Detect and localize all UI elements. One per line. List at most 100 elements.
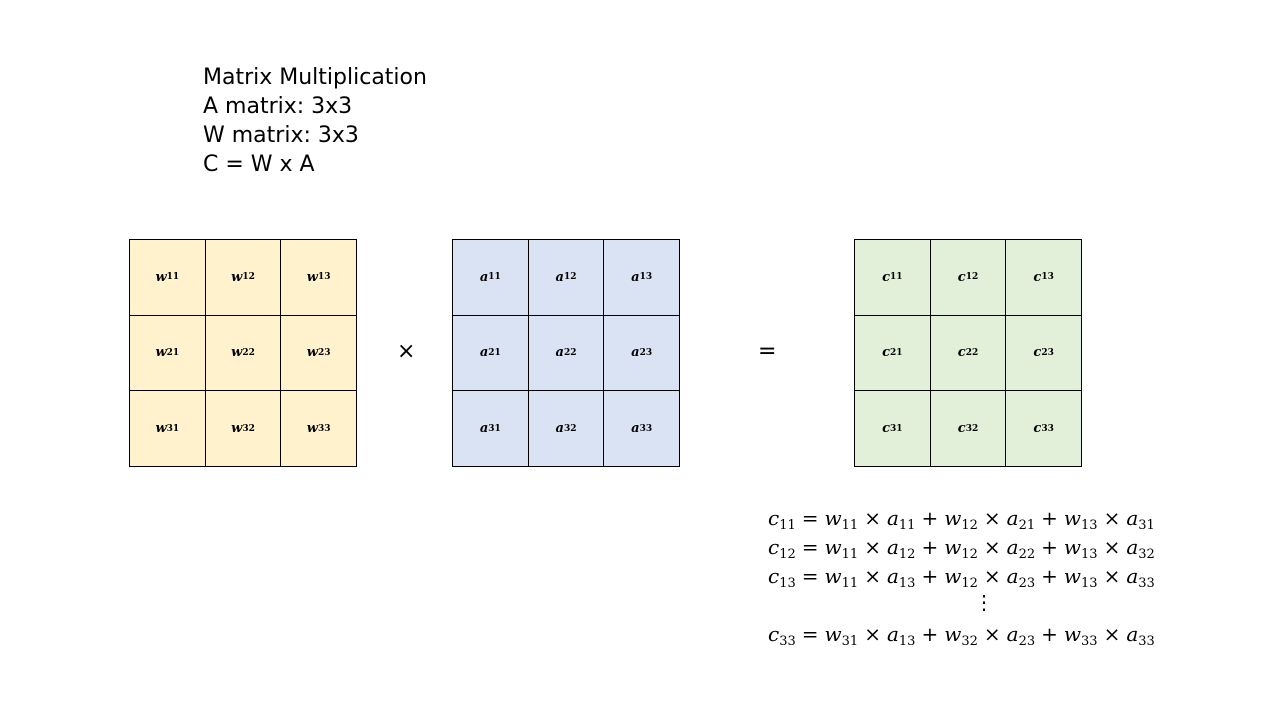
equation-operator: × bbox=[864, 535, 881, 559]
title-block: Matrix Multiplication A matrix: 3x3 W ma… bbox=[203, 63, 427, 179]
cell-subscript: 12 bbox=[563, 272, 577, 283]
equation-variable: w bbox=[944, 506, 962, 530]
equation-variable: a bbox=[886, 535, 899, 559]
cell-subscript: 23 bbox=[639, 347, 653, 358]
cell-symbol: c bbox=[882, 345, 891, 361]
cell-subscript: 12 bbox=[965, 272, 979, 283]
equation-subscript: 13 bbox=[1081, 518, 1098, 533]
equation-operator: × bbox=[864, 506, 881, 530]
equation-subscript: 13 bbox=[1081, 576, 1098, 591]
equals-operator: = bbox=[758, 339, 777, 364]
equation-variable: a bbox=[1126, 622, 1139, 646]
equation-operator: × bbox=[864, 622, 881, 646]
equation-variable: a bbox=[1126, 506, 1139, 530]
equation-subscript: 31 bbox=[841, 634, 859, 649]
equation-variable: w bbox=[944, 564, 962, 588]
equation-operator: × bbox=[1103, 564, 1121, 588]
equation-variable: a bbox=[1006, 506, 1019, 530]
equation-operator: × bbox=[1103, 506, 1121, 530]
equation-subscript: 33 bbox=[1138, 634, 1155, 649]
cell-symbol: c bbox=[882, 421, 891, 437]
cell-symbol: a bbox=[555, 269, 564, 285]
cell-subscript: 22 bbox=[242, 347, 255, 358]
equation-operator: + bbox=[921, 535, 939, 559]
cell-subscript: 31 bbox=[890, 423, 903, 434]
equation-subscript: 12 bbox=[961, 576, 978, 591]
equation-subscript: 13 bbox=[1081, 547, 1098, 562]
equation-variable: w bbox=[1063, 622, 1082, 646]
cell-subscript: 23 bbox=[1041, 347, 1054, 358]
title-line-2: A matrix: 3x3 bbox=[203, 94, 353, 119]
cell-subscript: 32 bbox=[563, 423, 577, 434]
equation-operator: = bbox=[801, 622, 819, 646]
equation-variable: c bbox=[768, 564, 780, 588]
cell-subscript: 22 bbox=[563, 347, 577, 358]
cell-subscript: 11 bbox=[488, 272, 501, 283]
equation-operator: × bbox=[1103, 535, 1121, 559]
equation-subscript: 11 bbox=[841, 576, 859, 591]
equation-variable: w bbox=[944, 622, 962, 646]
equation-variable: a bbox=[1126, 535, 1139, 559]
equation-subscript: 21 bbox=[1018, 518, 1036, 533]
equation-variable: w bbox=[1063, 535, 1082, 559]
cell-symbol: c bbox=[1033, 421, 1042, 437]
cell-subscript: 33 bbox=[1041, 423, 1054, 434]
equation-subscript: 33 bbox=[779, 634, 796, 649]
equation-variable: a bbox=[886, 564, 899, 588]
equation-variable: a bbox=[886, 622, 899, 646]
equation-line: c13=w11×a13+w12×a23+w13×a33 bbox=[768, 562, 1198, 591]
equation-variable: a bbox=[886, 506, 899, 530]
equation-subscript: 33 bbox=[1138, 576, 1155, 591]
equation-subscript: 22 bbox=[1018, 547, 1036, 562]
cell-subscript: 33 bbox=[317, 423, 331, 434]
cell-symbol: a bbox=[555, 345, 564, 361]
cell-subscript: 21 bbox=[166, 347, 180, 358]
equation-operator: = bbox=[801, 535, 819, 559]
cell-symbol: w bbox=[306, 269, 318, 285]
cell-subscript: 21 bbox=[890, 347, 903, 358]
cell-symbol: a bbox=[479, 421, 489, 437]
equation-operator: = bbox=[801, 564, 819, 588]
equation-variable: c bbox=[768, 535, 780, 559]
equation-variable: a bbox=[1006, 564, 1019, 588]
equation-variable: c bbox=[768, 622, 780, 646]
equation-operator: + bbox=[921, 506, 939, 530]
cell-subscript: 12 bbox=[242, 272, 255, 283]
equation-subscript: 12 bbox=[779, 547, 796, 562]
equation-operator: + bbox=[1041, 506, 1058, 530]
equation-subscript: 32 bbox=[1138, 547, 1155, 562]
cell-subscript: 33 bbox=[639, 423, 653, 434]
equation-operator: + bbox=[921, 564, 939, 588]
cell-symbol: w bbox=[231, 345, 243, 361]
cell-symbol: w bbox=[155, 269, 167, 285]
equation-line: c12=w11×a12+w12×a22+w13×a32 bbox=[768, 533, 1198, 562]
cell-subscript: 32 bbox=[242, 423, 255, 434]
equation-subscript: 11 bbox=[841, 547, 859, 562]
equation-subscript: 12 bbox=[961, 518, 978, 533]
equation-subscript: 23 bbox=[1018, 576, 1036, 591]
equation-subscript: 11 bbox=[779, 518, 796, 533]
equation-variable: w bbox=[1063, 564, 1082, 588]
equation-operator: × bbox=[983, 622, 1001, 646]
cell-symbol: c bbox=[882, 269, 891, 285]
cell-subscript: 13 bbox=[639, 272, 653, 283]
multiply-operator: × bbox=[397, 339, 416, 364]
cell-symbol: c bbox=[1033, 345, 1042, 361]
